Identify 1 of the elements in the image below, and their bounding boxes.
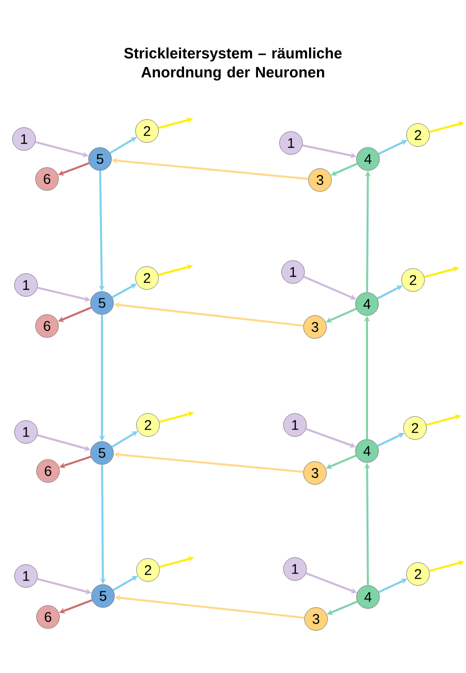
title: Strickleitersystem – räumliche Anordnung der Neuronen <box>124 47 342 81</box>
